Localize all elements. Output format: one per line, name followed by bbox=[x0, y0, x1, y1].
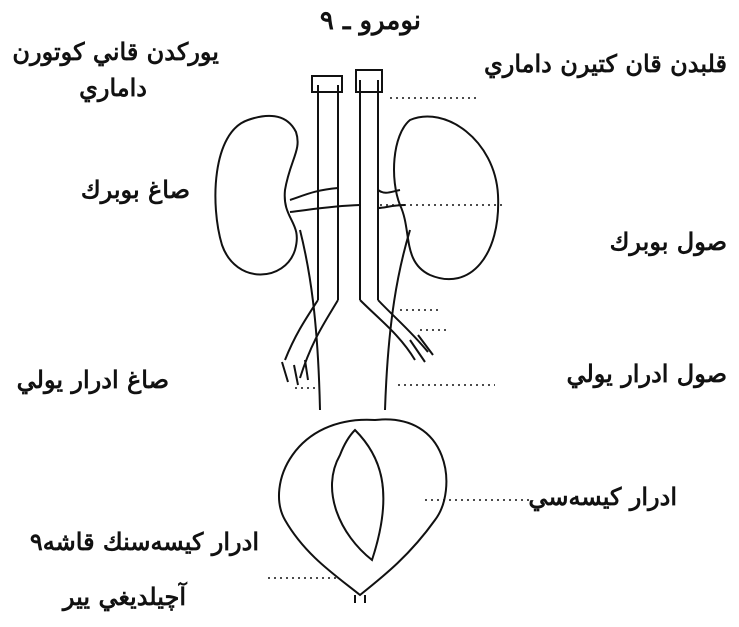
left-kidney-shape bbox=[394, 117, 498, 280]
bladder-inner-opening bbox=[332, 430, 383, 560]
right-iliac bbox=[285, 300, 338, 378]
bladder-outer bbox=[279, 419, 446, 595]
vena-cava-shape bbox=[318, 85, 338, 300]
right-kidney-shape bbox=[215, 116, 297, 275]
right-renal-vessels bbox=[290, 188, 360, 212]
aorta-shape bbox=[360, 80, 378, 300]
leader-ureter-mid bbox=[400, 310, 450, 330]
left-renal-vessels bbox=[378, 190, 405, 208]
